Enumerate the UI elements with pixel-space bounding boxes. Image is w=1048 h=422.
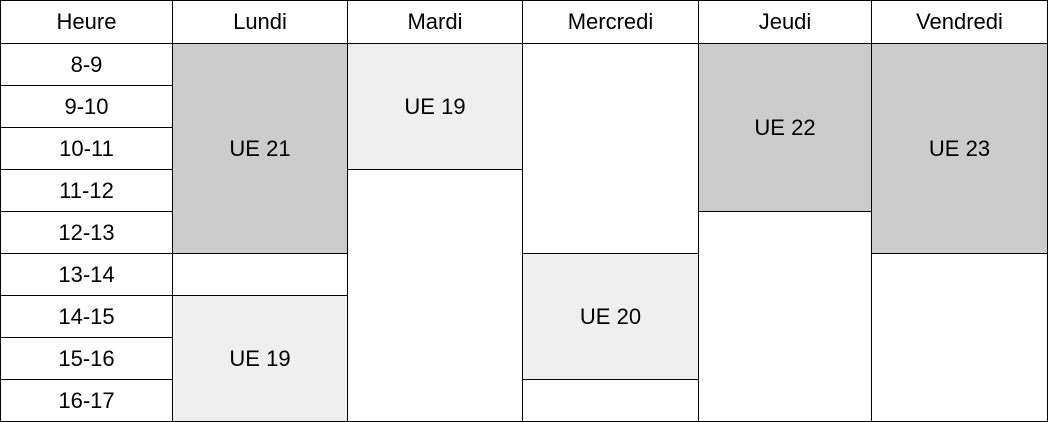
course-block-tuesday-morning: UE 19 (347, 43, 523, 170)
course-block-monday-afternoon: UE 19 (172, 295, 348, 422)
header-monday: Lundi (172, 0, 348, 44)
table-row: 14-15 UE 19 (0, 295, 1048, 422)
empty-slot-monday-lunch (172, 253, 348, 296)
table-row: 15-16 (0, 337, 1048, 380)
table-row: 10-11 (0, 127, 1048, 170)
hour-cell: 13-14 (0, 253, 173, 296)
course-block-friday-morning: UE 23 (871, 43, 1048, 254)
header-friday: Vendredi (871, 0, 1048, 44)
table-row: 13-14 UE 20 (0, 253, 1048, 422)
hour-cell: 11-12 (0, 169, 173, 212)
table-row: 11-12 (0, 169, 1048, 422)
hour-cell: 12-13 (0, 211, 173, 254)
empty-slot-tuesday-afternoon (347, 169, 523, 422)
table-row: 8-9 UE 21 UE 19 UE 22 UE 23 (0, 43, 1048, 254)
header-tuesday: Mardi (347, 0, 523, 44)
header-hour: Heure (0, 0, 173, 44)
course-block-monday-morning: UE 21 (172, 43, 348, 254)
hour-cell: 16-17 (0, 379, 173, 422)
header-wednesday: Mercredi (522, 0, 699, 44)
hour-cell: 9-10 (0, 85, 173, 128)
header-row: Heure Lundi Mardi Mercredi Jeudi Vendred… (0, 0, 1048, 44)
hour-cell: 15-16 (0, 337, 173, 380)
hour-cell: 10-11 (0, 127, 173, 170)
empty-slot-friday-afternoon (871, 253, 1048, 422)
course-block-thursday-morning: UE 22 (698, 43, 872, 212)
table-row: 9-10 (0, 85, 1048, 128)
table-row: 12-13 (0, 211, 1048, 422)
course-block-wednesday-afternoon: UE 20 (522, 253, 699, 380)
hour-cell: 14-15 (0, 295, 173, 338)
hour-cell: 8-9 (0, 43, 173, 86)
table-row: 16-17 (0, 379, 1048, 422)
empty-slot-wednesday-morning (522, 43, 699, 254)
empty-slot-thursday-afternoon (698, 211, 872, 422)
empty-slot-wednesday-evening (522, 379, 699, 422)
header-thursday: Jeudi (698, 0, 872, 44)
